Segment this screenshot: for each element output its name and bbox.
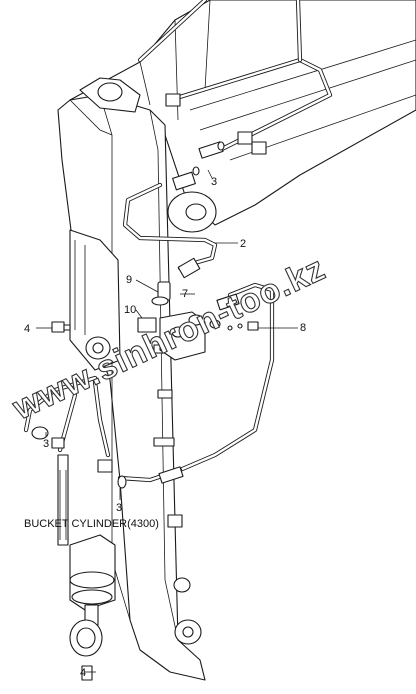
bolt bbox=[237, 323, 243, 329]
callout-7: 7 bbox=[182, 288, 188, 300]
bucket-cylinder bbox=[57, 454, 116, 681]
bolt bbox=[247, 321, 259, 331]
fittings bbox=[31, 141, 259, 489]
bolt bbox=[227, 325, 233, 331]
hose-fitting bbox=[97, 459, 113, 473]
boom-pin-boss bbox=[167, 191, 217, 233]
o-ring bbox=[31, 426, 49, 440]
callout-8: 8 bbox=[300, 322, 306, 334]
o-ring bbox=[117, 475, 127, 489]
hose-fitting bbox=[177, 257, 201, 279]
boom-tubes bbox=[137, 0, 333, 155]
callout-4b: 4 bbox=[80, 667, 86, 679]
o-ring bbox=[209, 319, 221, 329]
hose-fitting bbox=[158, 466, 184, 484]
grease-fitting bbox=[51, 321, 65, 333]
mounting-bracket bbox=[153, 437, 175, 447]
o-ring bbox=[217, 141, 225, 151]
tube-clamp bbox=[237, 131, 253, 145]
arm-bracket bbox=[69, 229, 121, 371]
hose-fitting bbox=[172, 171, 196, 191]
grease-fitting bbox=[81, 665, 93, 681]
callout-9: 9 bbox=[126, 274, 132, 286]
callout-labels: 3 2 9 7 10 8 4 3 3 4 bbox=[24, 176, 306, 679]
o-ring bbox=[192, 166, 200, 176]
plate bbox=[137, 317, 157, 333]
hose-lines bbox=[23, 182, 275, 483]
mounting-bracket bbox=[157, 389, 173, 399]
mounting-bracket bbox=[167, 514, 183, 528]
callout-2: 2 bbox=[240, 238, 246, 250]
callout-3c: 3 bbox=[116, 502, 122, 514]
hose-fitting bbox=[51, 437, 65, 449]
callout-3a: 3 bbox=[211, 176, 217, 188]
tube-clamp bbox=[251, 141, 267, 155]
callout-10: 10 bbox=[124, 304, 136, 316]
leader-lines bbox=[36, 169, 298, 673]
adapter-fitting bbox=[151, 296, 169, 306]
cylinder-caption: BUCKET CYLINDER(4300) bbox=[24, 518, 159, 530]
callout-3b: 3 bbox=[43, 438, 49, 450]
hose-fitting bbox=[216, 293, 240, 311]
callout-4a: 4 bbox=[24, 323, 30, 335]
tube-clamp bbox=[165, 93, 181, 107]
cylinder-rod-upper bbox=[57, 454, 69, 546]
